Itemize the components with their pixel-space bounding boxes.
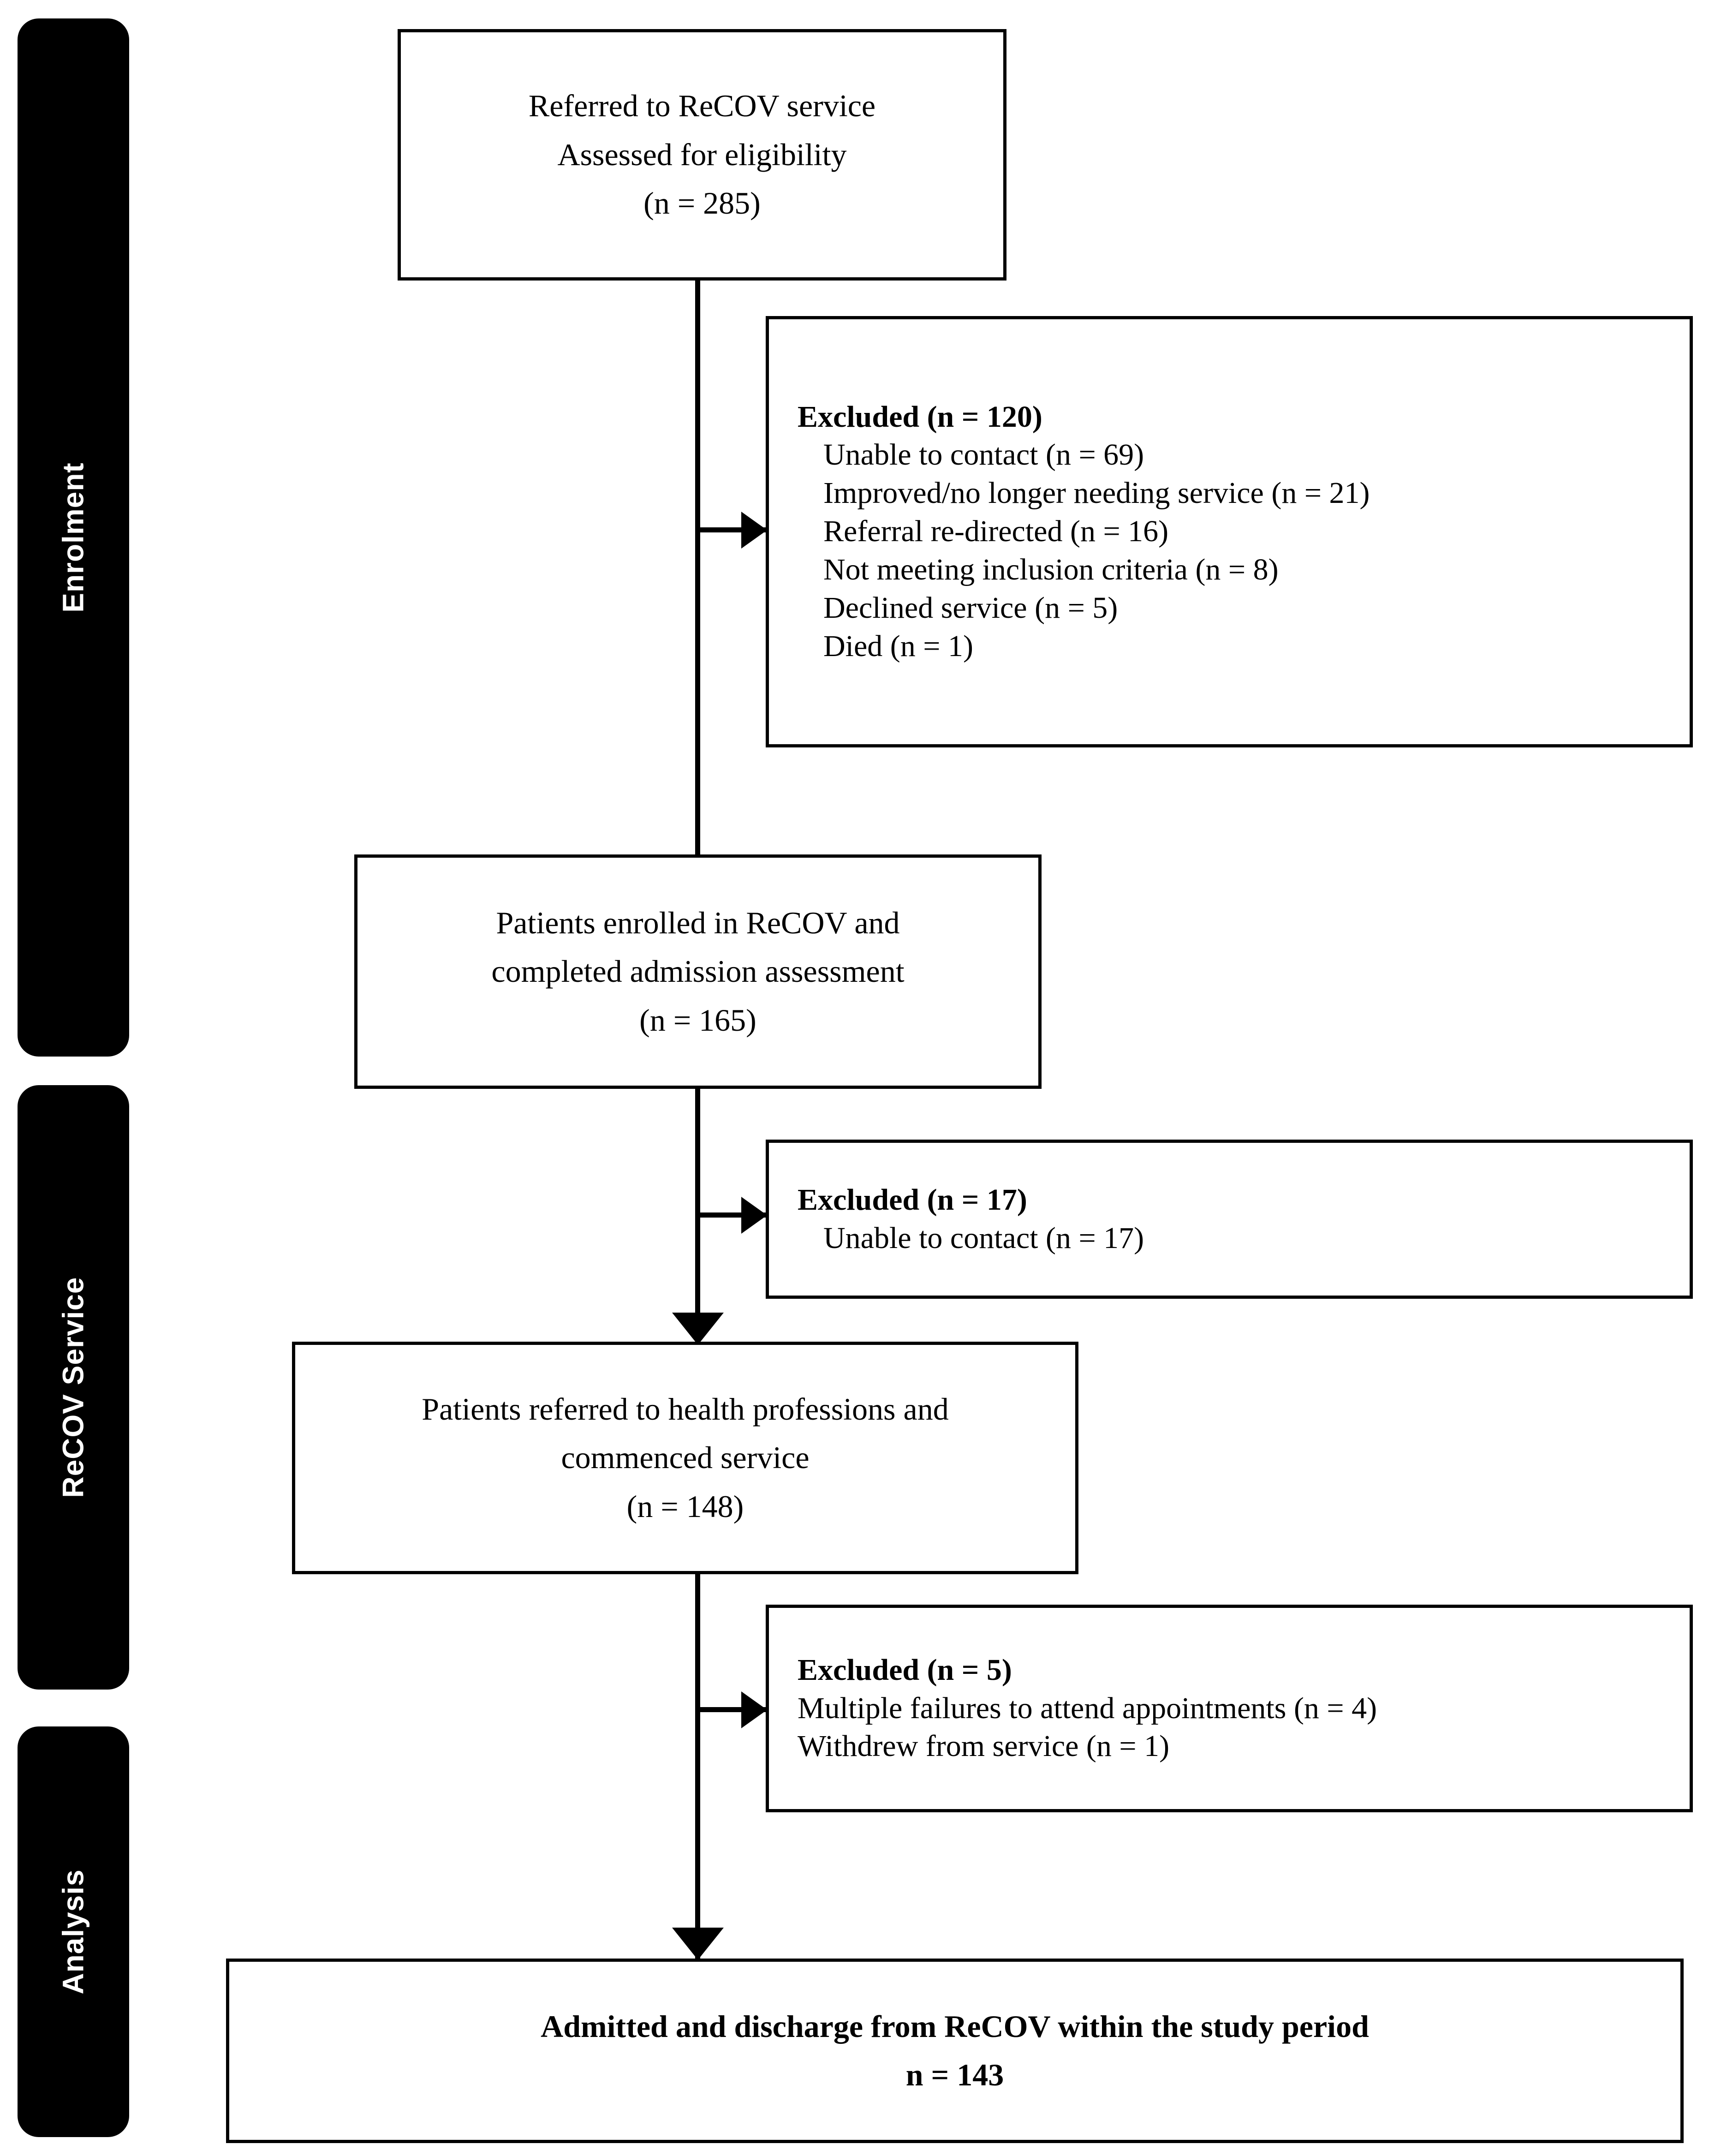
box-enrolled-line-1: Patients enrolled in ReCOV and	[496, 905, 900, 940]
arrowhead-excluded-2	[741, 1197, 767, 1234]
excluded-3-reason-1: Multiple failures to attend appointments…	[798, 1691, 1377, 1725]
box-final-count: n = 143	[905, 2057, 1004, 2092]
excluded-1-reason-4: Not meeting inclusion criteria (n = 8)	[823, 552, 1279, 586]
connector-branch-excluded-3	[695, 1707, 769, 1712]
stage-label-analysis: Analysis	[57, 1869, 90, 1995]
excluded-3-reason-2: Withdrew from service (n = 1)	[798, 1729, 1170, 1763]
box-excluded-enrolment: Excluded (n = 120) Unable to contact (n …	[766, 316, 1693, 747]
box-referred-line-1: Referred to ReCOV service	[528, 88, 876, 124]
excluded-1-reason-6: Died (n = 1)	[823, 629, 973, 663]
box-referred-line-2: Assessed for eligibility	[557, 137, 847, 172]
box-enrolled-count: (n = 165)	[639, 1002, 756, 1038]
box-admitted-and-discharged: Admitted and discharge from ReCOV within…	[226, 1959, 1684, 2143]
box-referred-to-recov: Referred to ReCOV service Assessed for e…	[398, 29, 1006, 281]
box-final-line-1: Admitted and discharge from ReCOV within…	[541, 2008, 1369, 2044]
box-referred-count: (n = 285)	[643, 185, 761, 221]
box-excluded-analysis: Excluded (n = 5) Multiple failures to at…	[766, 1605, 1693, 1812]
excluded-1-reason-2: Improved/no longer needing service (n = …	[823, 476, 1370, 510]
connector-branch-excluded-2	[695, 1212, 769, 1218]
box-commenced-line-1: Patients referred to health professions …	[422, 1391, 949, 1427]
arrowhead-commenced	[672, 1313, 724, 1345]
excluded-3-heading: Excluded (n = 5)	[798, 1653, 1012, 1687]
excluded-2-heading: Excluded (n = 17)	[798, 1183, 1027, 1217]
stage-label-recov-service: ReCOV Service	[57, 1277, 90, 1498]
arrowhead-excluded-1	[741, 512, 767, 549]
connector-commenced-to-final	[695, 1574, 700, 1964]
stage-bar-enrolment: Enrolment	[18, 18, 129, 1057]
box-excluded-recov-service: Excluded (n = 17) Unable to contact (n =…	[766, 1140, 1693, 1299]
excluded-1-reason-5: Declined service (n = 5)	[823, 591, 1118, 625]
excluded-1-reason-3: Referral re-directed (n = 16)	[823, 514, 1169, 549]
excluded-1-heading: Excluded (n = 120)	[798, 400, 1042, 434]
stage-bar-analysis: Analysis	[18, 1726, 129, 2137]
connector-branch-excluded-1	[695, 527, 769, 532]
stage-label-enrolment: Enrolment	[57, 462, 90, 613]
excluded-1-reason-1: Unable to contact (n = 69)	[823, 438, 1144, 472]
arrowhead-final	[672, 1928, 724, 1960]
connector-referred-to-enrolled	[695, 281, 700, 858]
stage-bar-recov-service: ReCOV Service	[18, 1085, 129, 1690]
box-commenced-line-2: commenced service	[561, 1440, 810, 1475]
box-enrolled-line-2: completed admission assessment	[491, 954, 905, 989]
excluded-2-reason-1: Unable to contact (n = 17)	[823, 1221, 1144, 1255]
connector-enrolled-to-commenced	[695, 1089, 700, 1347]
box-referred-to-health-professions: Patients referred to health professions …	[292, 1342, 1078, 1574]
arrowhead-excluded-3	[741, 1691, 767, 1728]
box-commenced-count: (n = 148)	[626, 1488, 744, 1524]
box-enrolled-in-recov: Patients enrolled in ReCOV and completed…	[354, 854, 1042, 1089]
